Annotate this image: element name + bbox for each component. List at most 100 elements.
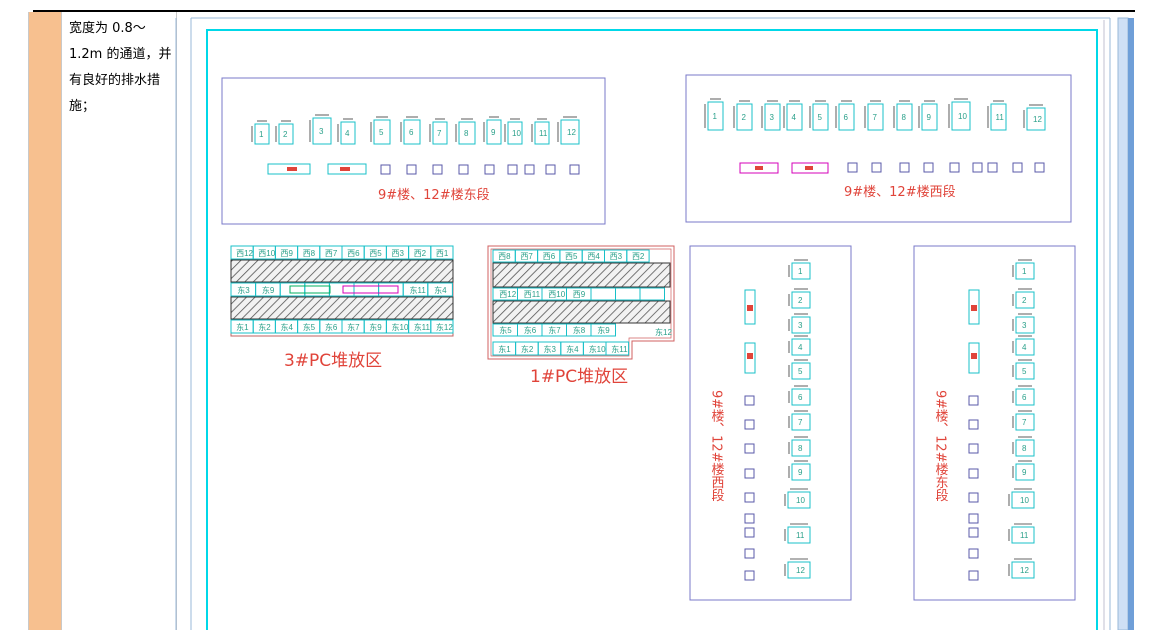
pc-cell <box>626 249 650 263</box>
pc-cell-label: 东1 <box>236 322 249 332</box>
frame-bar <box>1128 18 1134 630</box>
component-box <box>787 561 811 579</box>
component-box <box>340 121 356 145</box>
pc-cell-label: 东3 <box>544 344 557 354</box>
component-number: 1 <box>713 112 718 121</box>
pc-cell-label: 东2 <box>521 344 534 354</box>
component-box <box>1015 463 1035 481</box>
stack-square <box>524 164 535 175</box>
pc-cell-label: 西6 <box>347 249 360 258</box>
component-box <box>707 101 724 131</box>
pc-cell-label: 西4 <box>587 252 600 261</box>
component-box <box>791 262 811 280</box>
pc-cell <box>328 282 355 297</box>
hatched-stack <box>492 300 671 324</box>
zone-label: 9#楼、12#楼西段 <box>709 390 725 502</box>
stack-square <box>744 419 755 430</box>
component-number: 2 <box>798 296 803 305</box>
pc-cell <box>615 287 641 301</box>
stack-square <box>380 164 391 175</box>
stack-square <box>968 570 979 581</box>
pc-cell-label: 东8 <box>573 325 586 335</box>
component-number: 5 <box>818 113 823 122</box>
pc-cell-label: 西9 <box>573 290 586 299</box>
pc-cell <box>639 287 665 301</box>
component-box <box>791 413 811 431</box>
component-box <box>254 123 270 145</box>
pc-cell-label: 东4 <box>566 344 579 354</box>
zone-label: 3#PC堆放区 <box>284 351 382 371</box>
pc-cell-label: 西7 <box>325 249 338 258</box>
component-box <box>764 103 781 131</box>
component-box <box>1011 491 1035 509</box>
component-number: 6 <box>798 393 803 402</box>
component-number: 11 <box>796 531 805 540</box>
pc-cell-label: 西5 <box>369 249 382 258</box>
stack-marker <box>755 166 763 170</box>
stack-square <box>987 162 998 173</box>
zone-border <box>913 245 1076 601</box>
component-box <box>951 101 971 131</box>
component-number: 2 <box>283 130 288 139</box>
component-box <box>486 119 502 145</box>
pc-cell <box>605 341 630 356</box>
stack-marker <box>287 167 297 171</box>
component-box <box>432 121 448 145</box>
component-number: 6 <box>1022 393 1027 402</box>
pc-cell-label: 西2 <box>632 252 645 261</box>
component-number: 7 <box>798 418 803 427</box>
pc-cell-label: 东4 <box>434 285 447 295</box>
flat-component <box>744 342 756 374</box>
zone-label: 9#楼、12#楼西段 <box>844 185 956 200</box>
zone-label: 9#楼、12#楼东段 <box>933 390 949 502</box>
component-number: 7 <box>873 113 878 122</box>
component-number: 4 <box>1022 343 1027 352</box>
component-number: 11 <box>996 113 1005 122</box>
component-box <box>1026 107 1046 131</box>
component-number: 2 <box>742 113 747 122</box>
component-number: 12 <box>567 128 576 137</box>
component-number: 8 <box>902 113 907 122</box>
zone-border <box>221 77 606 225</box>
component-number: 3 <box>798 321 803 330</box>
pc-cell <box>590 287 616 301</box>
component-number: 6 <box>844 113 849 122</box>
stack-square <box>968 492 979 503</box>
stack-square <box>1034 162 1045 173</box>
component-number: 12 <box>796 566 805 575</box>
component-number: 12 <box>1033 115 1042 124</box>
component-number: 4 <box>798 343 803 352</box>
stack-square <box>432 164 443 175</box>
pc-cell-label: 东5 <box>303 322 316 332</box>
stack-square <box>458 164 469 175</box>
component-box <box>1015 262 1035 280</box>
pc-cell-label: 东9 <box>369 322 382 332</box>
table-orange-column <box>28 12 62 630</box>
pc-cell-label: 东7 <box>548 325 561 335</box>
component-box <box>1015 362 1035 380</box>
pc-cell-label: 东10 <box>589 344 606 354</box>
pc-cell-label: 西11 <box>524 290 541 299</box>
component-box <box>791 439 811 457</box>
stack-square <box>949 162 960 173</box>
component-number: 4 <box>792 113 797 122</box>
pc-cell-label: 东11 <box>611 344 628 354</box>
component-box <box>791 463 811 481</box>
stack-square <box>968 419 979 430</box>
component-number: 3 <box>319 127 324 136</box>
component-box <box>1015 413 1035 431</box>
component-box <box>1015 316 1035 334</box>
pc-cell <box>353 282 380 297</box>
component-box <box>403 119 421 145</box>
component-box <box>791 362 811 380</box>
pc-cell <box>378 282 404 297</box>
component-number: 1 <box>259 130 264 139</box>
pc-cell-label: 东9 <box>262 285 275 295</box>
component-number: 12 <box>1020 566 1029 575</box>
component-box <box>1015 439 1035 457</box>
pc-cell-label: 东6 <box>524 325 537 335</box>
component-box <box>312 117 332 145</box>
